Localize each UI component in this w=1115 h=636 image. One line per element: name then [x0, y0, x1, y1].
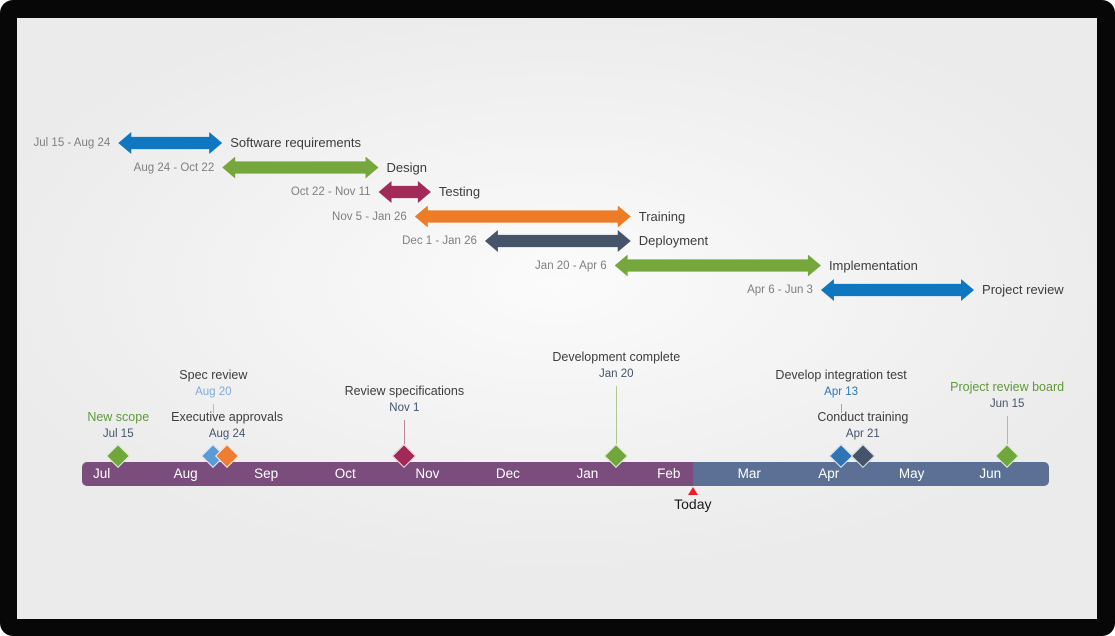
milestone-name: New scope — [87, 410, 150, 424]
milestone-date: Apr 21 — [845, 428, 880, 440]
task-bar[interactable] — [118, 132, 222, 154]
axis-month-label: Feb — [657, 466, 681, 481]
axis-month-label: Mar — [737, 466, 761, 481]
milestone-date: Jul 15 — [102, 428, 134, 440]
milestone-connector-line — [840, 404, 842, 413]
task-date-range: Jul 15 - Aug 24 — [33, 137, 111, 149]
milestone-name: Executive approvals — [171, 410, 283, 424]
task-date-range: Nov 5 - Jan 26 — [332, 210, 407, 223]
today-label: Today — [674, 496, 712, 512]
axis-month-label: Dec — [495, 466, 520, 481]
task-bar[interactable] — [415, 206, 631, 228]
today-triangle-icon — [687, 487, 698, 495]
axis-month-label: Jul — [93, 466, 111, 481]
axis-month-label: May — [898, 466, 925, 481]
task-name: Implementation — [828, 257, 918, 273]
task-bar[interactable] — [379, 181, 431, 203]
slide-background — [17, 18, 1097, 619]
axis-elapsed-segment — [82, 462, 693, 486]
task-date-range: Dec 1 - Jan 26 — [402, 235, 477, 247]
milestone-connector-line — [615, 386, 617, 444]
task-date-range: Apr 6 - Jun 3 — [747, 284, 813, 296]
task-date-range: Jan 20 - Apr 6 — [535, 259, 607, 272]
milestone-name: Development complete — [552, 350, 681, 364]
axis-month-label: Aug — [173, 466, 198, 481]
task-name: Training — [638, 208, 686, 224]
axis-month-label: Jun — [979, 466, 1002, 481]
axis-month-label: Oct — [334, 466, 356, 481]
milestone-connector-line — [1006, 416, 1008, 444]
task-name: Testing — [438, 184, 481, 199]
milestone-name: Develop integration test — [775, 368, 907, 382]
milestone-name: Review specifications — [344, 384, 465, 398]
task-bar[interactable] — [615, 255, 821, 277]
task-date-range: Oct 22 - Nov 11 — [290, 186, 371, 198]
task-date-range: Aug 24 - Oct 22 — [133, 161, 215, 174]
axis-month-label: Sep — [254, 466, 279, 481]
task-bar[interactable] — [821, 279, 974, 301]
task-name: Design — [386, 159, 427, 175]
axis-remaining-segment — [692, 462, 1049, 486]
milestone-connector-line — [212, 404, 214, 413]
milestone-date: Jun 15 — [989, 398, 1025, 410]
milestone-name: Spec review — [179, 368, 248, 382]
task-bar[interactable] — [485, 230, 631, 252]
milestone-date: Aug 20 — [195, 386, 232, 398]
axis-month-label: Jan — [576, 466, 599, 481]
milestone-name: Conduct training — [817, 410, 909, 424]
task-name: Software requirements — [230, 135, 361, 150]
task-bar[interactable] — [222, 157, 378, 179]
task-name: Project review — [982, 282, 1064, 297]
milestone-date: Jan 20 — [599, 368, 634, 380]
milestone-date: Aug 24 — [208, 428, 246, 440]
task-name: Deployment — [638, 233, 709, 248]
milestone-connector-line — [403, 420, 405, 444]
milestone-name: Project review board — [950, 380, 1065, 394]
milestone-date: Apr 13 — [824, 386, 859, 398]
axis-month-label: Nov — [415, 466, 440, 481]
axis-month-label: Apr — [818, 466, 840, 481]
milestone-date: Nov 1 — [389, 402, 420, 414]
